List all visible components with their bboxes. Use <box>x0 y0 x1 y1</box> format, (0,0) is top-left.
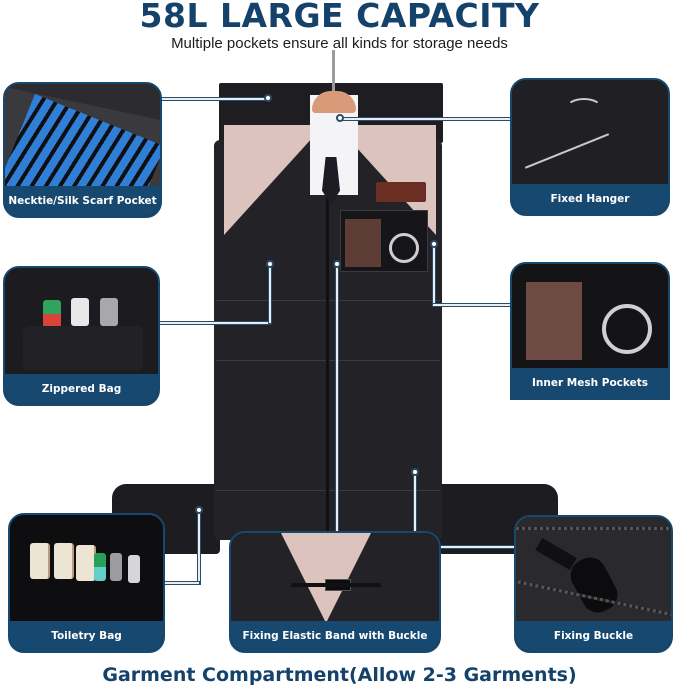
callout-zippered-bag: Zippered Bag <box>3 266 160 406</box>
leader-line <box>165 582 199 584</box>
bottle-icon <box>43 300 61 328</box>
callout-label: Fixed Hanger <box>512 184 668 214</box>
usb-cable-icon <box>602 304 652 354</box>
center-zipper <box>326 150 329 540</box>
callout-label: Fixing Buckle <box>516 621 671 651</box>
elastic-band <box>291 583 381 587</box>
leader-line <box>198 512 200 584</box>
leader-line <box>160 98 268 100</box>
callout-fixing-buckle: Fixing Buckle <box>514 515 673 653</box>
suit-lapel <box>281 533 371 623</box>
leader-line <box>340 118 510 120</box>
bottle-icon <box>110 553 122 581</box>
leader-dot <box>195 506 203 514</box>
bottle-icon <box>94 553 106 581</box>
elastic-band-photo <box>231 533 439 623</box>
callout-elastic-band: Fixing Elastic Band with Buckle <box>229 531 441 653</box>
leader-line <box>269 266 271 323</box>
hanger-hook-icon <box>566 98 602 118</box>
leader-dot <box>336 114 344 122</box>
leader-line <box>433 304 511 306</box>
card-holder <box>345 219 381 267</box>
leader-dot <box>430 240 438 248</box>
bottle-icon <box>128 555 140 583</box>
zip-pocket <box>23 326 143 370</box>
leader-line <box>336 266 338 536</box>
usb-cable <box>389 233 419 263</box>
page-title: 58L LARGE CAPACITY <box>139 0 540 35</box>
leader-line <box>433 246 435 305</box>
inner-mesh-photo <box>512 264 668 370</box>
hanger-wire-icon <box>524 133 610 169</box>
wallet <box>376 182 426 202</box>
card-holder-icon <box>526 282 582 360</box>
footer-caption: Garment Compartment(Allow 2-3 Garments) <box>102 664 577 686</box>
callout-inner-mesh-pockets: Inner Mesh Pockets <box>510 262 670 400</box>
leader-line <box>414 474 416 534</box>
callout-label: Inner Mesh Pockets <box>512 368 668 398</box>
callout-label: Necktie/Silk Scarf Pocket <box>5 186 160 216</box>
toiletry-bag-photo <box>10 515 163 623</box>
zippered-bag-photo <box>5 268 158 376</box>
callout-toiletry-bag: Toiletry Bag <box>8 513 165 653</box>
leader-line <box>440 546 516 548</box>
leader-dot <box>264 94 272 102</box>
leader-line <box>160 322 270 324</box>
suit-lapel-left <box>224 125 324 235</box>
leader-dot <box>333 260 341 268</box>
mesh-pocket <box>340 210 428 272</box>
strap <box>535 537 577 571</box>
fixing-buckle-photo <box>516 517 671 623</box>
towel-roll-icon <box>30 543 50 579</box>
necktie-pocket-photo <box>5 84 160 216</box>
bottle-icon <box>71 298 89 326</box>
leader-dot <box>411 468 419 476</box>
callout-label: Fixing Elastic Band with Buckle <box>231 621 439 651</box>
callout-necktie-pocket: Necktie/Silk Scarf Pocket <box>3 82 162 218</box>
leader-dot <box>266 260 274 268</box>
wooden-hanger <box>312 91 356 113</box>
callout-fixed-hanger: Fixed Hanger <box>510 78 670 216</box>
callout-label: Zippered Bag <box>5 374 158 404</box>
fixed-hanger-photo <box>512 80 668 186</box>
callout-label: Toiletry Bag <box>10 621 163 651</box>
page-subtitle: Multiple pockets ensure all kinds for st… <box>171 35 508 52</box>
necktie <box>322 157 340 205</box>
zipper-track <box>516 527 671 530</box>
towel-roll-icon <box>76 545 96 581</box>
hanger-hook <box>332 50 335 92</box>
bottle-icon <box>100 298 118 326</box>
towel-roll-icon <box>54 543 74 579</box>
